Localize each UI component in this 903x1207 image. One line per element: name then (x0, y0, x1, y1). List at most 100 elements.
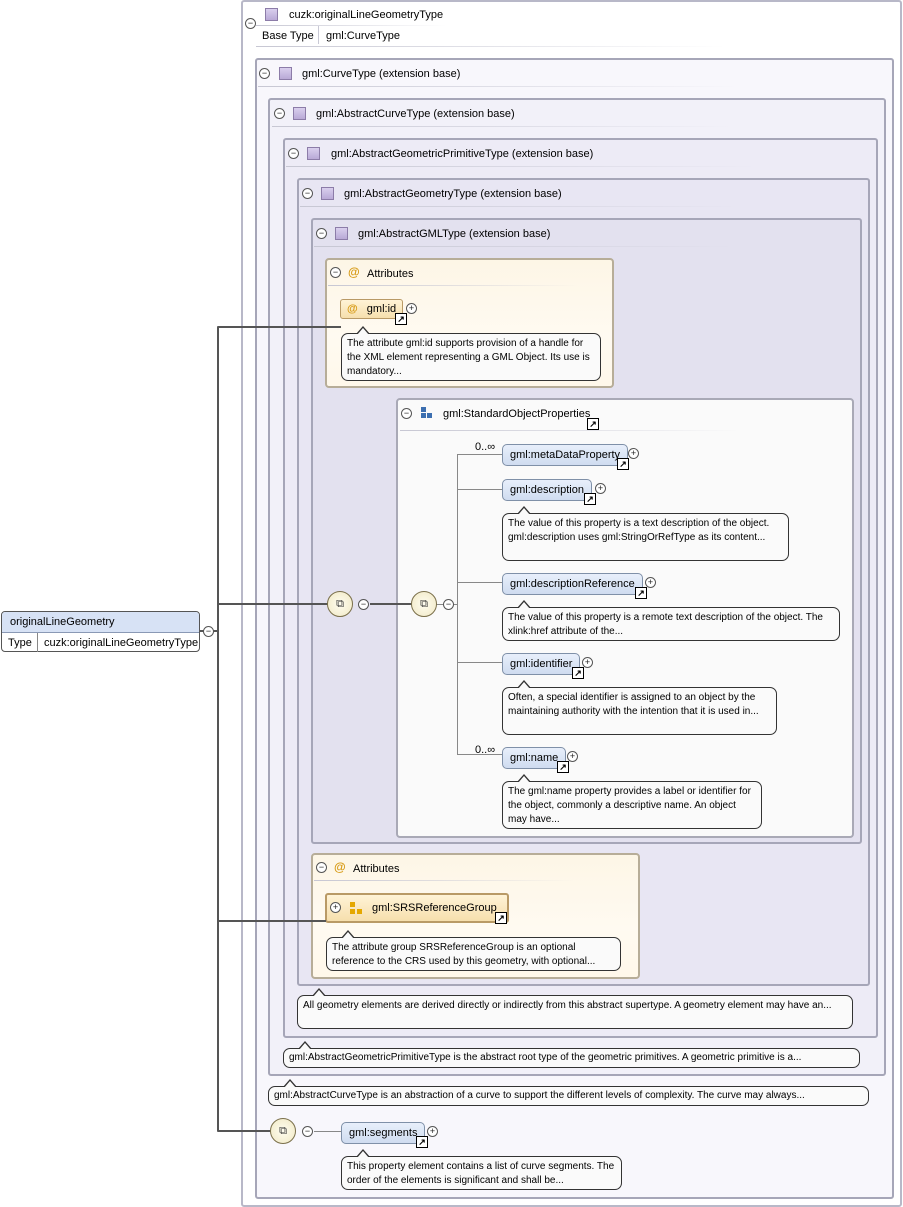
occurrence-label: 0..∞ (475, 744, 496, 756)
extension-title: gml:AbstractGeometryType (extension base… (344, 188, 562, 200)
connector-line (457, 454, 502, 455)
group-icon (350, 902, 362, 914)
connector-line (314, 1131, 342, 1132)
group-icon (421, 407, 433, 419)
collapse-minus-icon[interactable]: − (203, 626, 214, 637)
link-arrow-icon[interactable]: ↗ (395, 313, 407, 325)
expand-plus-icon[interactable]: + (582, 657, 593, 668)
divider (286, 166, 756, 167)
link-arrow-icon[interactable]: ↗ (587, 418, 599, 430)
attribute-group-srs-reference[interactable] (325, 893, 509, 923)
divider (318, 26, 319, 44)
attribute-group-note: The attribute group SRSReferenceGroup is… (326, 930, 621, 971)
type-value: cuzk:originalLineGeometryType (44, 637, 199, 649)
sequence-compositor-icon[interactable]: ⧉ (270, 1118, 296, 1144)
connector-line (457, 582, 502, 583)
collapse-minus-icon[interactable]: − (245, 18, 256, 29)
complex-type-name: cuzk:originalLineGeometryType (289, 9, 444, 21)
extension-title: gml:AbstractGMLType (extension base) (358, 228, 551, 240)
attributes-title: Attributes (353, 863, 400, 875)
sequence-compositor-icon[interactable]: ⧉ (327, 591, 353, 617)
occurrence-label: 0..∞ (475, 441, 496, 453)
link-arrow-icon[interactable]: ↗ (495, 912, 507, 924)
collapse-minus-icon[interactable]: − (288, 148, 299, 159)
collapse-minus-icon[interactable]: − (330, 267, 341, 278)
expand-plus-icon[interactable]: + (645, 577, 656, 588)
collapse-minus-icon[interactable]: − (358, 599, 369, 610)
extension-title: gml:AbstractCurveType (extension base) (316, 108, 515, 120)
type-square-icon (293, 107, 306, 120)
expand-plus-icon[interactable]: + (595, 483, 606, 494)
divider (258, 86, 738, 87)
link-arrow-icon[interactable]: ↗ (416, 1136, 428, 1148)
element-note: The value of this property is a text des… (502, 506, 789, 561)
collapse-minus-icon[interactable]: − (259, 68, 270, 79)
element-description-reference[interactable]: gml:descriptionReference (502, 573, 643, 595)
expand-plus-icon[interactable]: + (427, 1126, 438, 1137)
attribute-at-icon: @ (347, 303, 358, 315)
collapse-minus-icon[interactable]: − (316, 228, 327, 239)
root-element-card[interactable]: originalLineGeometry Type cuzk:originalL… (1, 611, 200, 652)
expand-plus-icon[interactable]: + (628, 448, 639, 459)
extension-note-geometric-primitive: gml:AbstractGeometricPrimitiveType is th… (283, 1041, 860, 1068)
link-arrow-icon[interactable]: ↗ (617, 458, 629, 470)
attribute-gml-id[interactable]: @ gml:id (340, 299, 403, 319)
divider (300, 206, 740, 207)
link-arrow-icon[interactable]: ↗ (635, 587, 647, 599)
attribute-at-icon: @ (348, 265, 360, 279)
connector-line (370, 603, 412, 605)
attribute-name: gml:id (366, 303, 397, 315)
extension-note-geometry: All geometry elements are derived direct… (297, 988, 853, 1029)
type-label: Type (8, 637, 32, 649)
element-note: This property element contains a list of… (341, 1149, 622, 1190)
base-type-value: gml:CurveType (326, 30, 400, 42)
element-name[interactable]: gml:name (502, 747, 567, 769)
attribute-at-icon: @ (334, 860, 346, 874)
collapse-minus-icon[interactable]: − (274, 108, 285, 119)
divider (314, 246, 734, 247)
connector-line (457, 754, 502, 755)
connector-line (218, 1130, 271, 1132)
expand-plus-icon[interactable]: + (330, 902, 341, 913)
connector-line (218, 603, 328, 605)
divider (272, 126, 732, 127)
base-type-label: Base Type (262, 30, 314, 42)
attributes-title: Attributes (367, 268, 414, 280)
element-note: The value of this property is a remote t… (502, 600, 840, 641)
collapse-minus-icon[interactable]: − (316, 862, 327, 873)
type-square-icon (321, 187, 334, 200)
divider (400, 430, 740, 431)
root-element-name: originalLineGeometry (10, 616, 115, 628)
expand-plus-icon[interactable]: + (567, 751, 578, 762)
extension-title: gml:AbstractGeometricPrimitiveType (exte… (331, 148, 594, 160)
element-note: Often, a special identifier is assigned … (502, 680, 777, 735)
connector-line (217, 326, 219, 1132)
link-arrow-icon[interactable]: ↗ (557, 761, 569, 773)
element-identifier[interactable]: gml:identifier (502, 653, 581, 675)
divider (256, 25, 446, 26)
collapse-minus-icon[interactable]: − (443, 599, 454, 610)
divider (314, 880, 574, 881)
expand-plus-icon[interactable]: + (406, 303, 417, 314)
element-segments[interactable]: gml:segments (341, 1122, 426, 1144)
connector-line (457, 454, 458, 754)
sequence-compositor-icon[interactable]: ⧉ (411, 591, 437, 617)
element-meta-data-property[interactable]: gml:metaDataProperty (502, 444, 629, 466)
connector-line (457, 662, 502, 663)
collapse-minus-icon[interactable]: − (302, 1126, 313, 1137)
connector-line (218, 326, 341, 328)
collapse-minus-icon[interactable]: − (401, 408, 412, 419)
type-square-icon (265, 8, 278, 21)
type-square-icon (279, 67, 292, 80)
type-square-icon (307, 147, 320, 160)
attribute-note: The attribute gml:id supports provision … (341, 326, 601, 381)
link-arrow-icon[interactable]: ↗ (572, 667, 584, 679)
link-arrow-icon[interactable]: ↗ (584, 493, 596, 505)
collapse-minus-icon[interactable]: − (302, 188, 313, 199)
extension-note-abstract-curve: gml:AbstractCurveType is an abstraction … (268, 1079, 869, 1106)
type-square-icon (335, 227, 348, 240)
root-element-header (2, 612, 199, 633)
element-description[interactable]: gml:description (502, 479, 592, 501)
divider (256, 46, 726, 47)
divider (37, 633, 38, 652)
